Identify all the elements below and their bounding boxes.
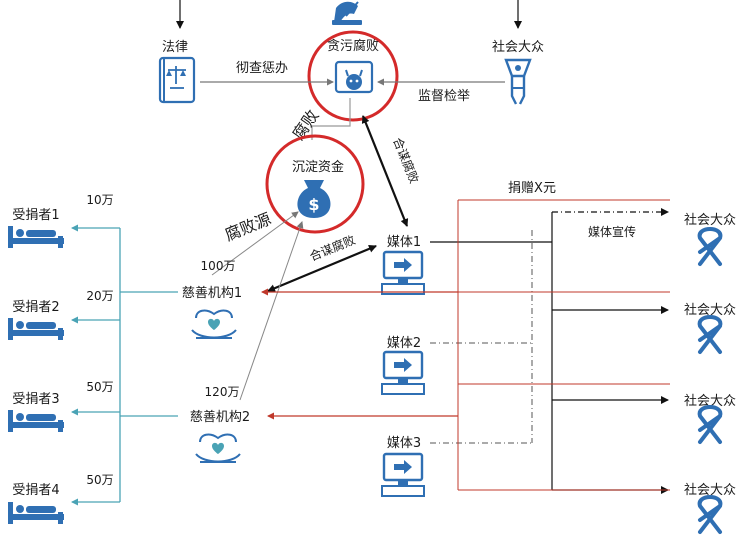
ribbon-icon [697,405,723,444]
public-right4-label: 社会大众 [684,482,736,498]
money-bag-icon: $ [297,180,331,218]
supervise-label: 监督检举 [418,89,470,104]
public-right1-label: 社会大众 [684,212,736,228]
recipient2-label: 受捐者2 [12,300,59,315]
corruption-label: 贪污腐败 [327,39,379,54]
public-top-label: 社会大众 [492,39,544,55]
recipient2-amount: 20万 [86,289,113,303]
recipient1-label: 受捐者1 [12,208,59,223]
collusion-mid-label: 合谋腐败 [307,232,357,264]
media1-label: 媒体1 [387,235,421,250]
collusion-mid-arrow [267,244,377,293]
collusion-top-label: 合谋腐败 [390,135,422,185]
bed-icon [8,226,64,248]
recipient3-amount: 50万 [86,380,113,394]
computer-icon [381,350,425,395]
fund-label: 沉淀资金 [292,159,344,175]
recipient3-label: 受捐者3 [12,392,59,407]
corrupt-connector [311,98,351,140]
charity2-fund-arrow [239,221,304,401]
collusion-top-arrow [361,115,409,227]
public-right2-label: 社会大众 [684,302,736,318]
hand-pen-icon [332,1,362,25]
law-book-icon [158,56,196,104]
charity1-label: 慈善机构1 [182,285,242,301]
donate-label: 捐赠X元 [508,181,556,196]
law-label: 法律 [162,40,188,55]
charity2-label: 慈善机构2 [190,409,250,425]
recipient4-label: 受捐者4 [12,483,59,498]
charity-hands-icon [191,309,237,339]
svg-text:$: $ [308,195,319,214]
charity-hands-icon [195,433,241,463]
investigate-label: 彻查惩办 [236,61,288,76]
person-icon [504,58,532,105]
corruption-icon [334,60,374,94]
public-right3-label: 社会大众 [684,393,736,409]
bed-icon [8,410,64,432]
charity1-fund-arrow [211,211,299,276]
charity1-fund-amount: 100万 [201,259,236,273]
promote-label: 媒体宣传 [588,224,636,239]
ribbon-icon [697,227,723,266]
bed-icon [8,318,64,340]
charity2-fund-amount: 120万 [205,385,240,399]
recipient1-amount: 10万 [86,193,113,207]
computer-icon [381,250,425,295]
media2-label: 媒体2 [387,336,421,351]
corruption-highlight-circle [307,30,399,122]
computer-icon [381,452,425,497]
ribbon-icon [697,315,723,354]
ribbon-icon [697,495,723,534]
bed-icon [8,502,64,524]
media3-label: 媒体3 [387,436,421,451]
source-label: 腐败源 [222,209,274,245]
recipient4-amount: 50万 [86,473,113,487]
